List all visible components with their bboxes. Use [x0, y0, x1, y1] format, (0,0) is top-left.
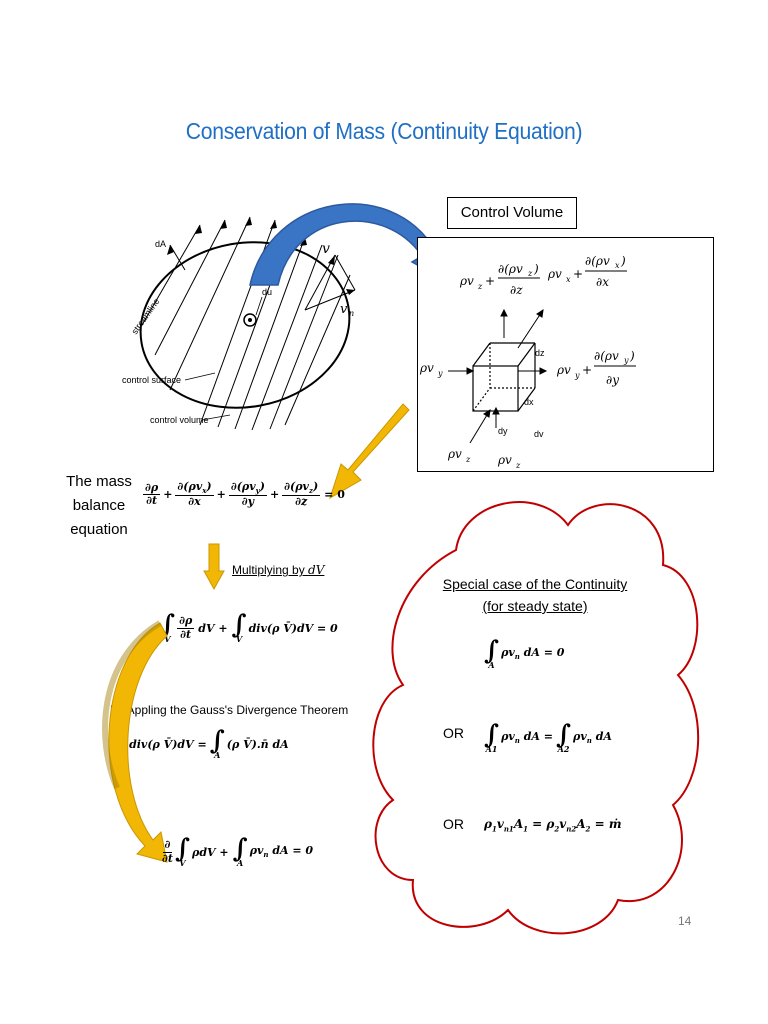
mass-balance-equation: ∂ρ∂t + ∂(ρvx)∂x + ∂(ρvy)∂y + ∂(ρvz)∂z = …: [143, 480, 345, 509]
du-label: du: [262, 287, 272, 297]
vn-label: v: [340, 302, 348, 317]
page-title: Conservation of Mass (Continuity Equatio…: [185, 118, 583, 144]
steady-equation-3: ρ1vn1A1 = ρ2vn2A2 = ṁ: [484, 817, 622, 834]
mass-balance-line1: The mass: [66, 473, 132, 490]
streamline-label: streamline: [129, 296, 161, 336]
control-volume-label: control volume: [150, 415, 209, 425]
multiplying-text: Multiplying by: [232, 563, 309, 577]
svg-text:): ): [629, 349, 635, 363]
special-line2: (for steady state): [482, 598, 588, 614]
multiplying-var: dV: [308, 563, 325, 577]
control-surface-label: control surface: [122, 375, 181, 385]
svg-text:ρv: ρv: [556, 363, 571, 377]
svg-text:y: y: [623, 356, 629, 365]
svg-text:+: +: [573, 267, 583, 281]
dA-label: dA: [155, 239, 166, 249]
svg-text:∂z: ∂z: [510, 283, 523, 297]
dz-label: dz: [535, 348, 545, 358]
svg-text:ρv: ρv: [419, 361, 434, 375]
control-volume-title: Control Volume (dV): [447, 197, 577, 252]
or-label-2: OR: [443, 816, 464, 832]
svg-text:∂y: ∂y: [606, 373, 619, 387]
dv-label: dv: [534, 429, 544, 439]
svg-text:∂x: ∂x: [596, 275, 609, 289]
dy-label: dy: [498, 426, 508, 436]
steady-equation-1: ∫A ρvn dA = 0: [484, 636, 565, 670]
gold-curved-arrow: [102, 620, 168, 863]
svg-text:∂(ρv: ∂(ρv: [594, 349, 619, 363]
integral-equation-1: ∫V ∂ρ∂t dV + ∫V div(ρ V̄)dV = 0: [160, 610, 338, 644]
dx-label: dx: [524, 397, 534, 407]
gold-diagonal-arrow: [329, 403, 410, 500]
svg-text:n: n: [349, 309, 354, 318]
mass-balance-label: The mass balance equation: [60, 470, 138, 542]
gold-down-arrow: [203, 543, 225, 591]
control-surface-ellipse: [139, 241, 351, 409]
steady-equation-2: ∫A1 ρvn dA = ∫A2 ρvn dA: [484, 720, 612, 754]
svg-text:∂(ρv: ∂(ρv: [498, 262, 523, 276]
svg-text:∂(ρv: ∂(ρv: [585, 254, 610, 268]
integral-equation-3: ∂∂t ∫V ρdV + ∫A ρvn dA = 0: [162, 834, 314, 868]
svg-text:ρv: ρv: [547, 267, 562, 281]
page-number: 14: [678, 914, 692, 928]
svg-text:): ): [620, 254, 626, 268]
cloud-shape: [372, 501, 700, 935]
v-label: v: [322, 241, 330, 257]
multiplying-label: Multiplying by dV: [232, 563, 324, 577]
svg-text:x: x: [615, 261, 620, 270]
svg-text:y: y: [437, 369, 443, 378]
svg-text:z: z: [477, 282, 483, 291]
special-line1: Special case of the Continuity: [442, 576, 628, 592]
gauss-label: By Appling the Gauss's Divergence Theore…: [110, 703, 349, 717]
svg-text:ρv: ρv: [447, 447, 462, 461]
svg-text:z: z: [527, 269, 533, 278]
special-case-title: Special case of the Continuity (for stea…: [440, 573, 630, 617]
svg-text:+: +: [485, 274, 495, 288]
svg-text:): ): [533, 262, 539, 276]
mass-balance-line2: balance: [72, 497, 126, 514]
svg-text:+: +: [582, 363, 592, 377]
or-label-1: OR: [443, 725, 464, 741]
svg-text:y: y: [574, 371, 580, 380]
svg-text:x: x: [566, 275, 571, 284]
svg-text:ρv: ρv: [459, 274, 474, 288]
mass-balance-line3: equation: [70, 521, 128, 538]
svg-text:z: z: [465, 455, 471, 464]
svg-text:z: z: [515, 461, 521, 470]
svg-text:ρv: ρv: [497, 453, 512, 467]
